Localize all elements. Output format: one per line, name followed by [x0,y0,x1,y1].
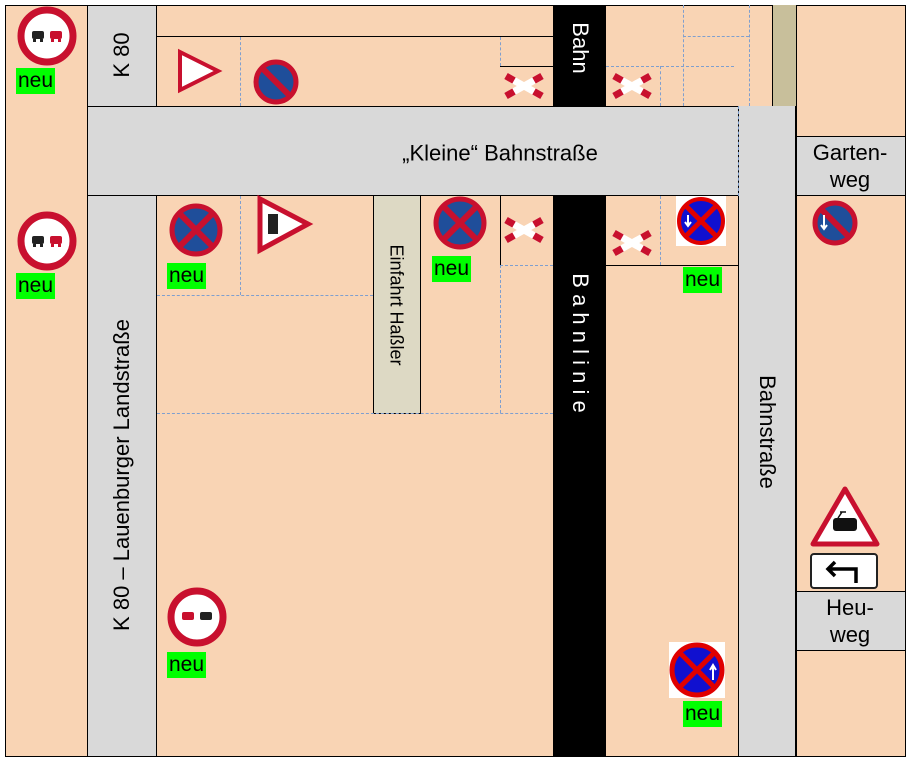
label-bahn: Bahn [568,22,593,74]
tram-warning-sign [257,194,314,255]
dotted-line [738,106,739,196]
turn-left-arrow-sign [810,553,878,589]
dotted-line [240,196,241,295]
railway-crossing-sign [524,230,525,231]
new-badge: neu [16,273,56,299]
label-heuweg-line2: weg [829,622,871,647]
label-heuweg: Heu-weg [826,594,874,648]
dotted-line [749,5,750,106]
divider [606,265,738,266]
dotted-line [500,265,501,413]
label-gartenweg-line1: Garten- [812,140,888,165]
label-bahnlinie: B a h n l i n i e [568,273,593,413]
new-badge: neu [683,701,723,727]
no-overtaking-sign [197,617,198,618]
label-einfahrt-hassler: Einfahrt Haßler [386,244,407,366]
strip-top-right [772,5,796,106]
no-stopping-start-sign [669,642,725,698]
new-badge: neu [683,267,723,293]
new-badge: neu [167,652,207,678]
divider [796,5,797,136]
dotted-line [660,196,661,265]
divider [500,66,553,67]
dotted-line [157,295,373,296]
dotted-line [683,36,749,37]
no-stopping-end-sign [676,196,726,246]
divider [420,195,421,414]
railway-crossing-sign [632,86,633,87]
train-warning-sign [810,486,880,547]
dotted-line [683,5,684,106]
label-k80: K 80 [109,32,134,78]
label-lauenburger: K 80 – Lauenburger Landstraße [109,319,134,631]
yield-sign [178,48,223,94]
road-gartenweg [796,136,906,196]
no-overtaking-sign [47,241,48,242]
divider [796,650,797,756]
no-stopping-sign [460,223,461,224]
no-stopping-sign [196,230,197,231]
dotted-line [660,66,661,106]
dotted-line [606,66,734,67]
new-badge: neu [167,263,207,289]
dotted-line [240,37,241,106]
no-parking-arrow-sign [835,223,836,224]
railway-crossing-sign [632,243,633,244]
divider [500,195,501,265]
rail-bahnlinie [553,195,606,757]
dotted-line [500,37,501,66]
area-top [156,6,553,106]
no-parking-sign [276,82,277,83]
railway-crossing-sign [524,86,525,87]
new-badge: neu [432,256,472,282]
label-bahnstrasse: Bahnstraße [755,375,780,489]
label-kleine-bahnstrasse: „Kleine“ Bahnstraße [402,140,598,166]
dotted-line [157,413,553,414]
label-heuweg-line1: Heu- [826,595,874,620]
rail-bahn-top [553,5,606,106]
road-kleine-bahnstrasse [87,106,739,196]
road-lauenburger [87,195,157,757]
dotted-line [500,265,553,266]
divider [796,195,797,591]
no-overtaking-sign [47,36,48,37]
divider [156,36,553,37]
road-heuweg [796,591,906,651]
new-badge: neu [16,68,56,94]
label-gartenweg: Garten-weg [813,139,888,193]
road-bahnstrasse [738,106,796,757]
label-gartenweg-line2: weg [829,167,871,192]
